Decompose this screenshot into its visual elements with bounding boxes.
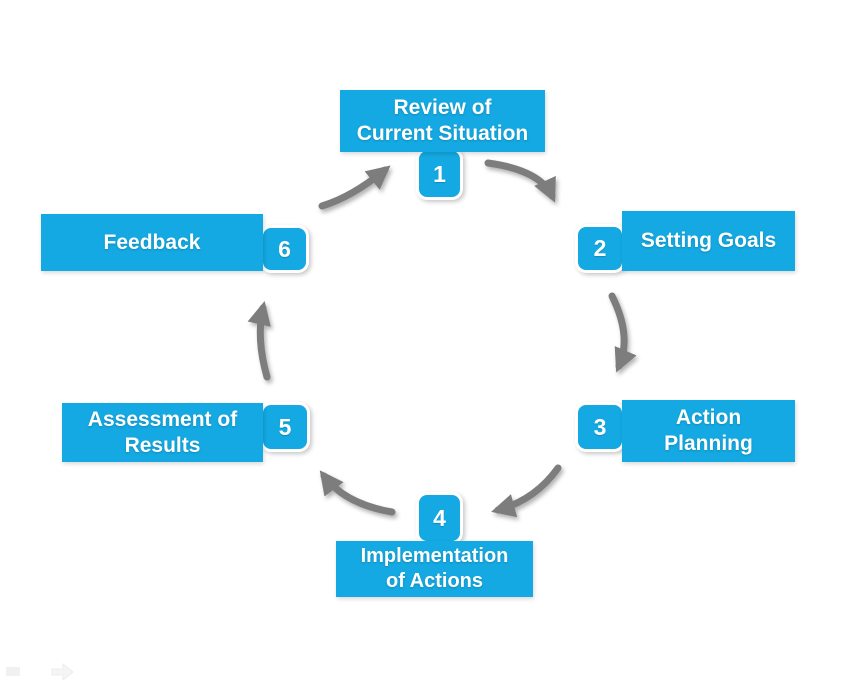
step-3-badge: 3 (575, 402, 625, 452)
step-box-review-of-current-situation: Review of Current Situation (340, 90, 545, 152)
step-box-assessment-of-results: Assessment of Results (62, 403, 263, 462)
step-box-action-planning: Action Planning (622, 400, 795, 462)
step-box-setting-goals: Setting Goals (622, 211, 795, 271)
step-6-badge: 6 (260, 225, 309, 273)
step-box-feedback: Feedback (41, 214, 263, 271)
step-3-label-line-2: Planning (664, 432, 753, 455)
step-4-badge: 4 (416, 492, 463, 544)
step-1-label-line-2: Current Situation (356, 122, 529, 145)
step-box-implementation-of-actions: Implementation of Actions (336, 541, 533, 597)
step-4-label-line-1: Implementation (360, 545, 509, 567)
arrow-6-to-1-icon (318, 165, 391, 210)
arrow-1-to-2-icon (484, 159, 556, 203)
step-2-label-line-1: Setting Goals (640, 229, 777, 252)
watermark-marks (6, 662, 74, 680)
step-6-label-line-1: Feedback (103, 230, 201, 254)
step-3-label-line-1: Action (675, 406, 742, 429)
step-5-label-line-2: Results (124, 433, 201, 457)
watermark-arrow-icon (51, 662, 74, 680)
arrow-5-to-6-icon (247, 301, 271, 381)
step-4-label-line-2: of Actions (385, 570, 484, 592)
watermark-square-icon (6, 667, 20, 676)
arrow-2-to-3-icon (608, 292, 637, 373)
step-5-label-line-1: Assessment of (87, 407, 238, 431)
step-5-badge: 5 (260, 402, 310, 452)
step-2-badge: 2 (575, 224, 625, 273)
step-1-label-line-1: Review of (393, 96, 492, 119)
arrow-4-to-5-icon (319, 470, 396, 516)
arrow-3-to-4-icon (491, 464, 562, 518)
step-1-badge: 1 (416, 148, 463, 200)
